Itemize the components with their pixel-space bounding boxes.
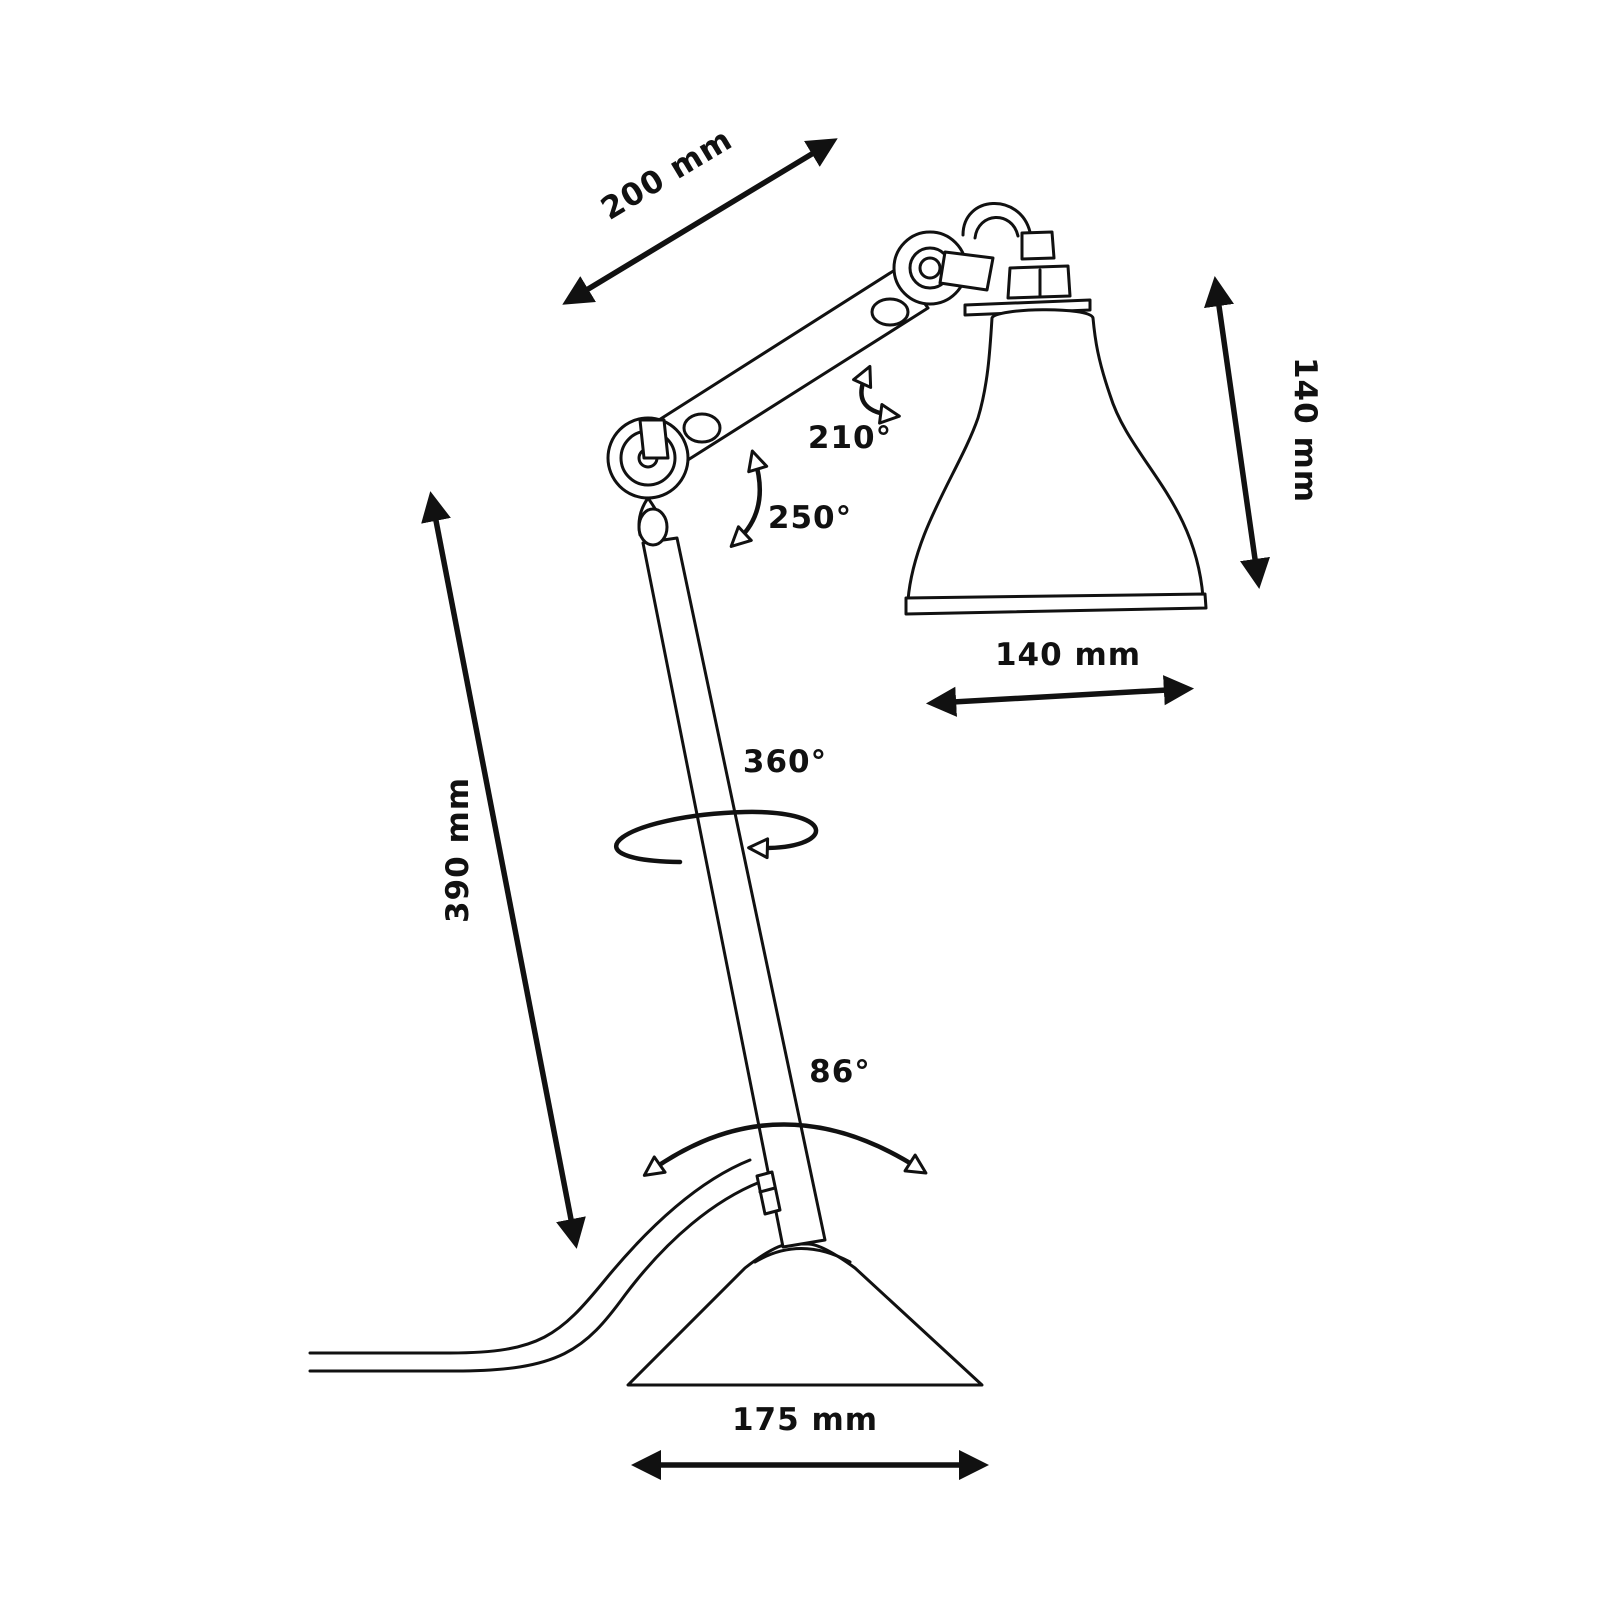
shade-height-arrow xyxy=(1204,276,1270,589)
shade-height-label: 140 mm xyxy=(1287,357,1323,503)
lamp-base xyxy=(626,1242,984,1387)
elbow-rotation-arrow xyxy=(729,449,769,548)
rotation-labels: 210° 250° 360° 86° xyxy=(743,420,892,1090)
shade-rotation-label: 210° xyxy=(808,420,892,456)
base-tilt-arrow xyxy=(642,1122,928,1177)
dimension-arrows xyxy=(421,138,1270,1481)
base-width-label: 175 mm xyxy=(732,1402,878,1438)
rotation-arrows xyxy=(614,364,928,1177)
base-tilt-label: 86° xyxy=(809,1054,871,1090)
stem-swivel-arrow xyxy=(614,809,819,865)
elbow-rotation-label: 250° xyxy=(768,500,852,536)
lamp-stem xyxy=(641,536,827,1249)
shade-width-label: 140 mm xyxy=(995,637,1141,673)
power-cable xyxy=(308,1158,762,1373)
lamp-shade xyxy=(904,230,1208,616)
lamp-arm xyxy=(638,266,930,472)
arm-length-arrow xyxy=(562,138,838,305)
lamp-illustration xyxy=(308,202,1208,1387)
shade-width-arrow xyxy=(925,675,1195,717)
shade-rotation-arrow xyxy=(852,364,901,425)
stem-swivel-label: 360° xyxy=(743,744,827,780)
shade-joint xyxy=(892,202,1032,306)
stem-height-arrow xyxy=(421,491,586,1249)
stem-height-label: 390 mm xyxy=(440,777,476,923)
elbow-joint xyxy=(606,416,690,547)
